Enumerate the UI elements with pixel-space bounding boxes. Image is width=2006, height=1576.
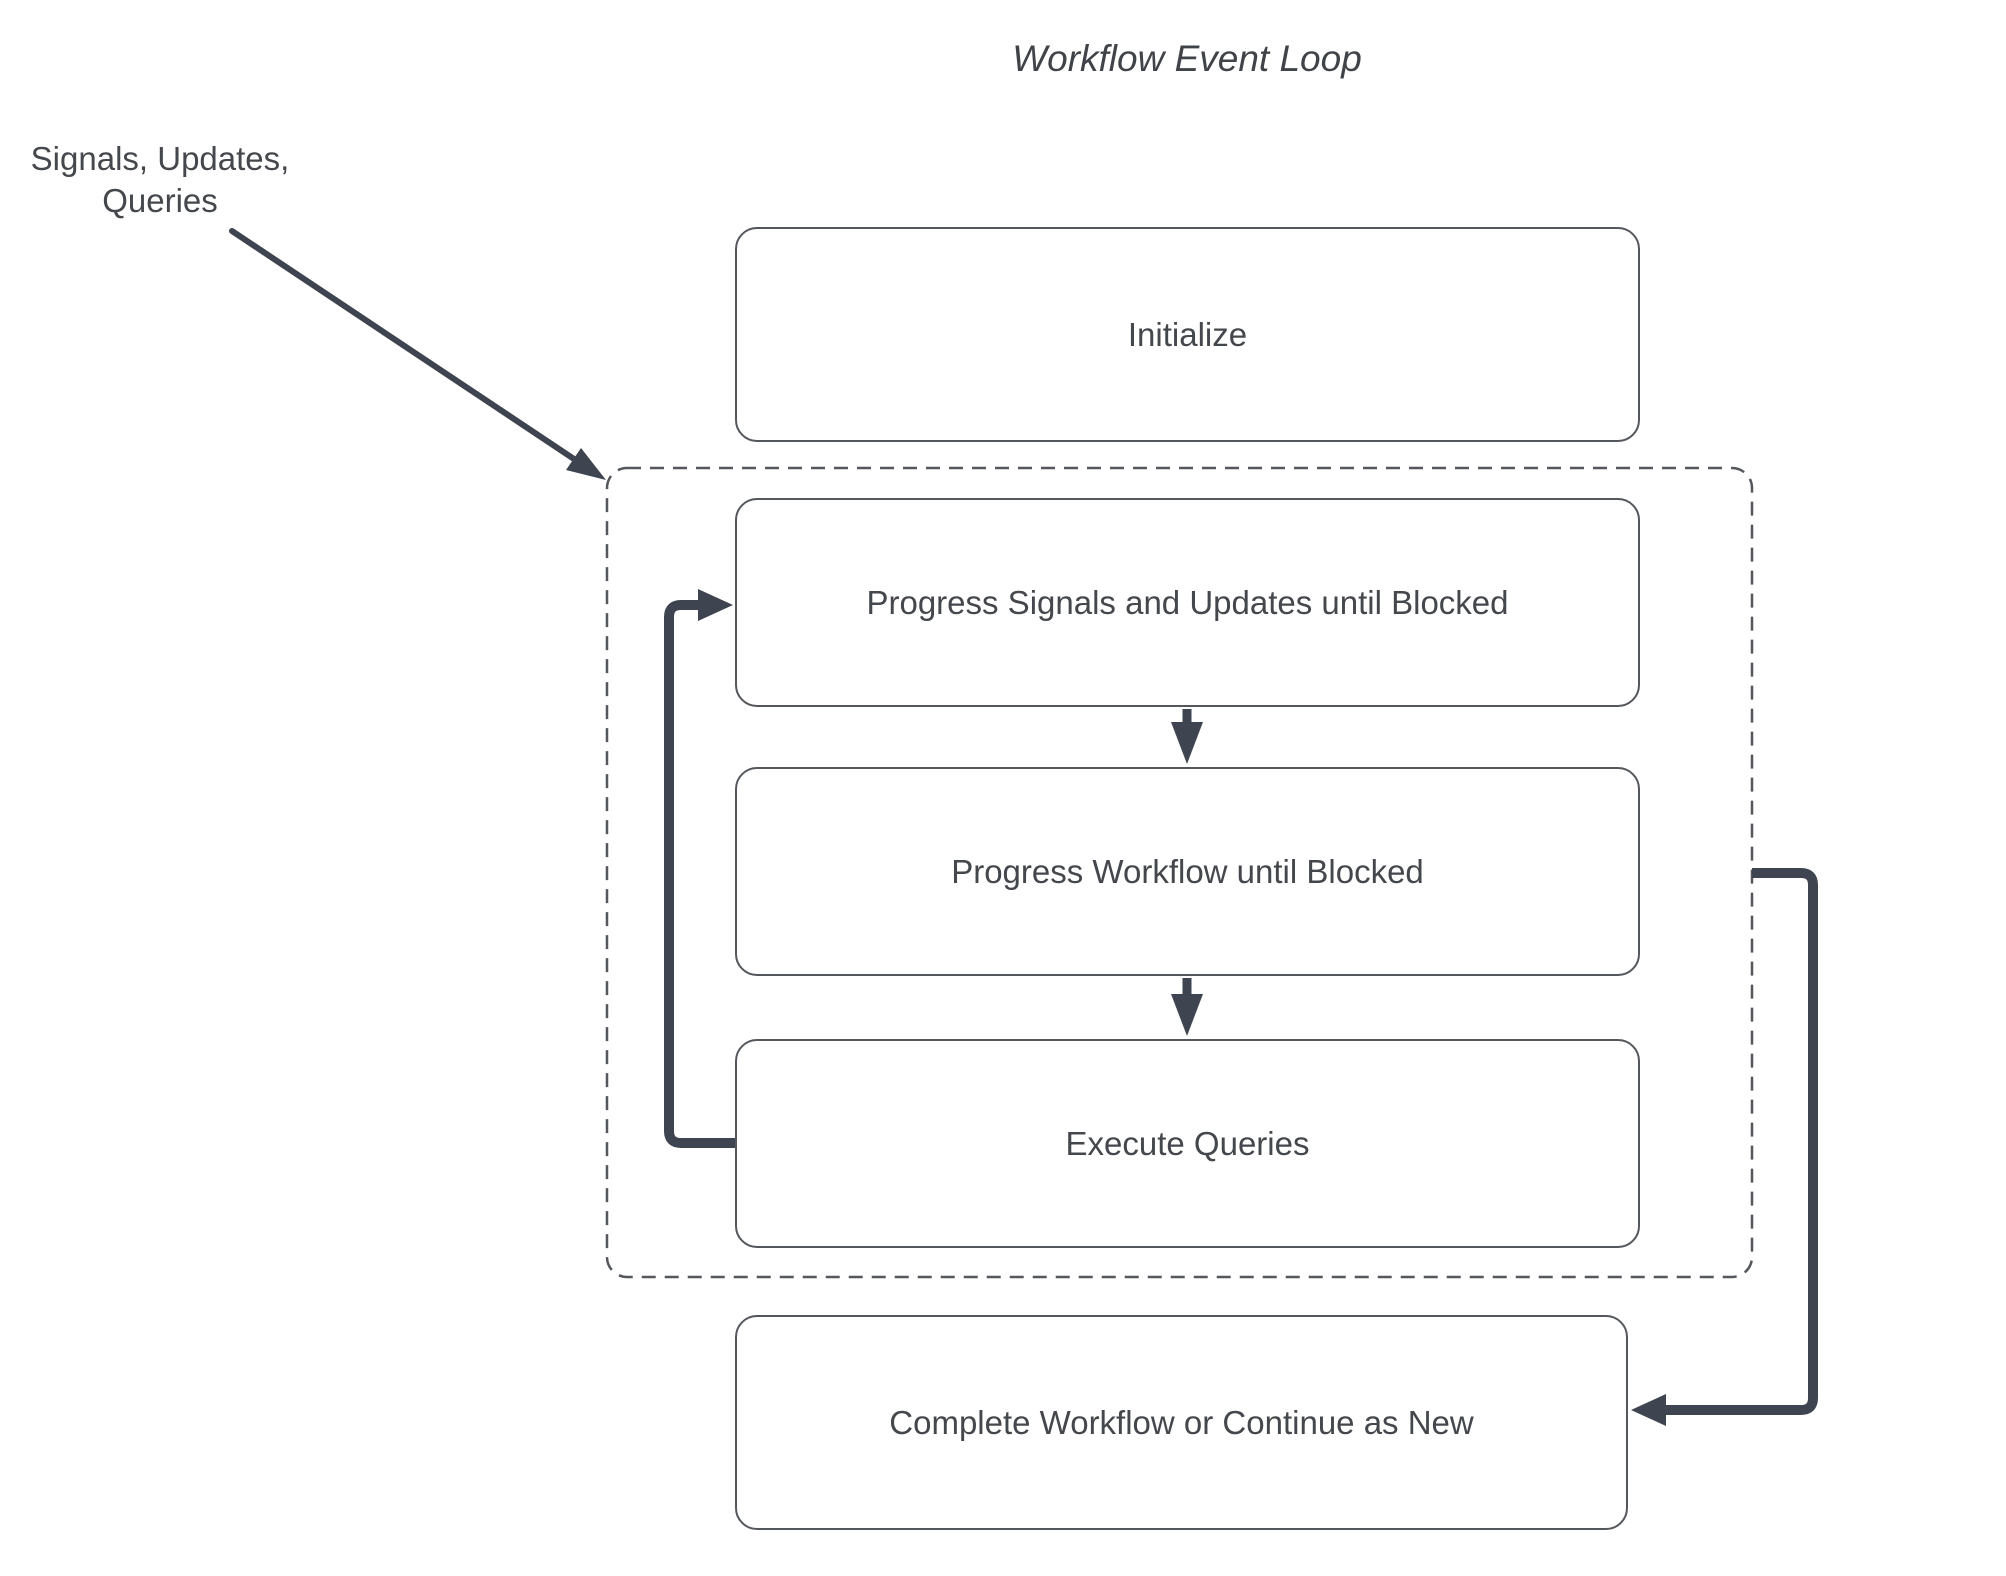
signals-updates-queries-label: Signals, Updates, Queries	[30, 140, 290, 220]
signals-arrow-line	[229, 228, 577, 462]
node-progress-workflow-label: Progress Workflow until Blocked	[951, 852, 1424, 890]
node-initialize: Initialize	[735, 227, 1640, 442]
node-execute-queries: Execute Queries	[735, 1039, 1640, 1248]
diagram-title: Workflow Event Loop	[1012, 38, 1362, 79]
node-progress-workflow: Progress Workflow until Blocked	[735, 767, 1640, 976]
arrow-signals-to-workflow-head	[1171, 722, 1203, 764]
node-initialize-label: Initialize	[1127, 315, 1248, 353]
complete-arrow-line	[1663, 868, 1818, 1415]
signals-arrow-head	[566, 448, 606, 480]
node-complete-or-continue-label: Complete Workflow or Continue as New	[889, 1403, 1474, 1441]
node-progress-signals-label: Progress Signals and Updates until Block…	[866, 583, 1509, 621]
arrow-workflow-to-queries-head	[1171, 994, 1203, 1036]
loop-arrow-line	[664, 600, 735, 1148]
node-complete-or-continue: Complete Workflow or Continue as New	[735, 1315, 1628, 1530]
node-execute-queries-label: Execute Queries	[1065, 1124, 1310, 1162]
node-progress-signals: Progress Signals and Updates until Block…	[735, 498, 1640, 707]
loop-arrow-head	[698, 589, 733, 621]
complete-arrow-head	[1631, 1394, 1666, 1426]
